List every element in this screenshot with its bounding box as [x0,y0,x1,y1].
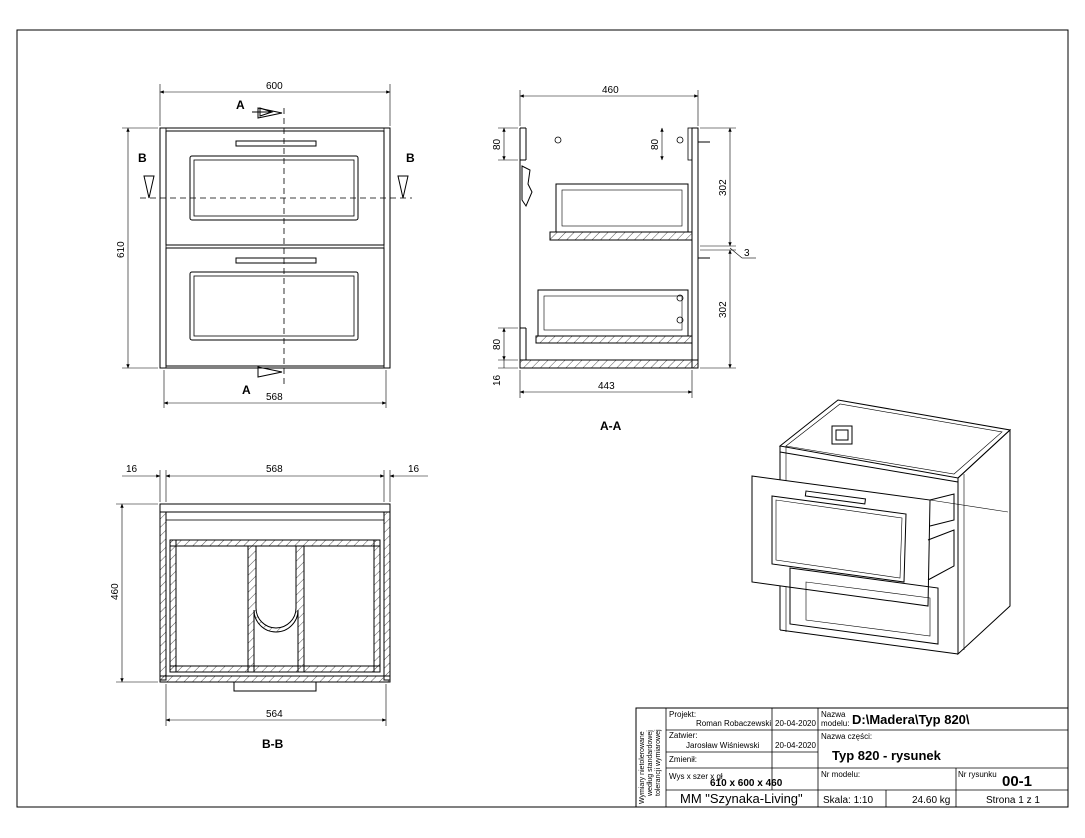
dim-80-top: 80 [492,138,503,150]
part-name-label: Nazwa części: [821,732,872,741]
dim-443: 443 [598,381,615,392]
drawing-no: 00-1 [1002,773,1032,790]
iso-lock [831,425,853,445]
section-arrow-a-bottom [257,366,283,378]
dim-568: 568 [266,392,283,403]
model-name: D:\Madera\Typ 820\ [852,712,970,727]
front-upper-panel [189,155,359,221]
drawing-no-label: Nr rysunku [958,770,997,779]
title-block: Wymiary nietolerowane według standardowe… [635,707,1069,808]
iso-open-drawer-front [751,475,931,607]
aa-bottom-panel [519,359,699,369]
dim-460-aa: 460 [602,85,619,96]
front-lower-drawer [165,247,385,367]
company-name: MM "Szynaka-Living" [680,791,803,806]
section-label-b-right: B [406,151,415,165]
tolerance-note-2: według standardowej [647,730,654,797]
projekt-label: Projekt: [669,710,696,719]
dim-80-bottom: 80 [492,338,503,350]
bb-siphon-cutout [247,545,305,673]
dim-16-right: 16 [408,464,420,475]
bb-back [159,675,391,683]
scale: Skala: 1:10 [823,795,873,806]
section-label-a-bottom: A [242,383,251,397]
section-arrow-b-left [143,175,155,199]
dim-600: 600 [266,81,283,92]
aa-lock-mechanism [521,165,533,208]
bb-top [159,503,391,513]
dim-460-bb: 460 [110,583,121,600]
front-upper-handle [235,140,317,147]
model-name-label-2: modelu: [821,719,849,728]
section-label-b-left: B [138,151,147,165]
projekt-name: Roman Robaczewski [696,719,771,728]
dim-16-aa: 16 [492,374,503,386]
section-aa-title: A-A [600,419,622,433]
front-lower-panel [189,271,359,341]
aa-upper-drawer [555,183,689,233]
aa-back-panel [691,127,699,369]
part-name: Typ 820 - rysunek [832,748,942,763]
zmienil-label: Zmienił: [669,755,697,764]
page-number: Strona 1 z 1 [986,795,1040,806]
zatwier-date: 20-04-2020 [775,741,816,750]
dims-value: 610 x 600 x 460 [710,778,783,789]
dim-302-lower: 302 [718,301,729,318]
dim-302-upper: 302 [718,179,729,196]
aa-lower-drawer [537,289,689,337]
zatwier-label: Zatwier: [669,731,697,740]
dim-3: 3 [744,248,750,259]
front-upper-drawer [165,130,385,246]
iso-handle [804,490,867,505]
section-label-a-top: A [236,98,245,112]
bb-handle [233,681,317,692]
dim-564: 564 [266,709,283,720]
weight: 24.60 kg [912,795,950,806]
front-cabinet-outline [159,127,391,369]
tolerance-note-3: tolerancji wymiarowej [655,729,662,796]
dim-80-top-right: 80 [650,138,661,150]
section-bb-title: B-B [262,737,284,751]
model-no-label: Nr modelu: [821,770,860,779]
front-view: A A B B 600 610 568 [116,81,415,408]
front-lower-handle [235,257,317,264]
tolerance-note-1: Wymiary nietolerowane [639,731,646,804]
dims-label: Wys x szer x gł [669,772,723,781]
bb-right-side [383,511,391,681]
section-aa-view: 460 80 80 302 302 3 80 16 443 A-A [492,85,756,433]
dim-568-bb: 568 [266,464,283,475]
iso-lower-drawer-front [789,567,939,645]
section-bb-view: 16 568 16 460 564 B-B [110,464,428,751]
dim-610: 610 [116,241,127,258]
isometric-cabinet-view [751,399,1012,656]
sheet-border [16,29,1069,808]
bb-left-side [159,511,167,681]
projekt-date: 20-04-2020 [775,719,816,728]
model-name-label-1: Nazwa [821,710,846,719]
zatwier-name: Jarosław Wiśniewski [686,741,760,750]
section-arrow-b-right [397,175,409,199]
dim-16-left: 16 [126,464,138,475]
